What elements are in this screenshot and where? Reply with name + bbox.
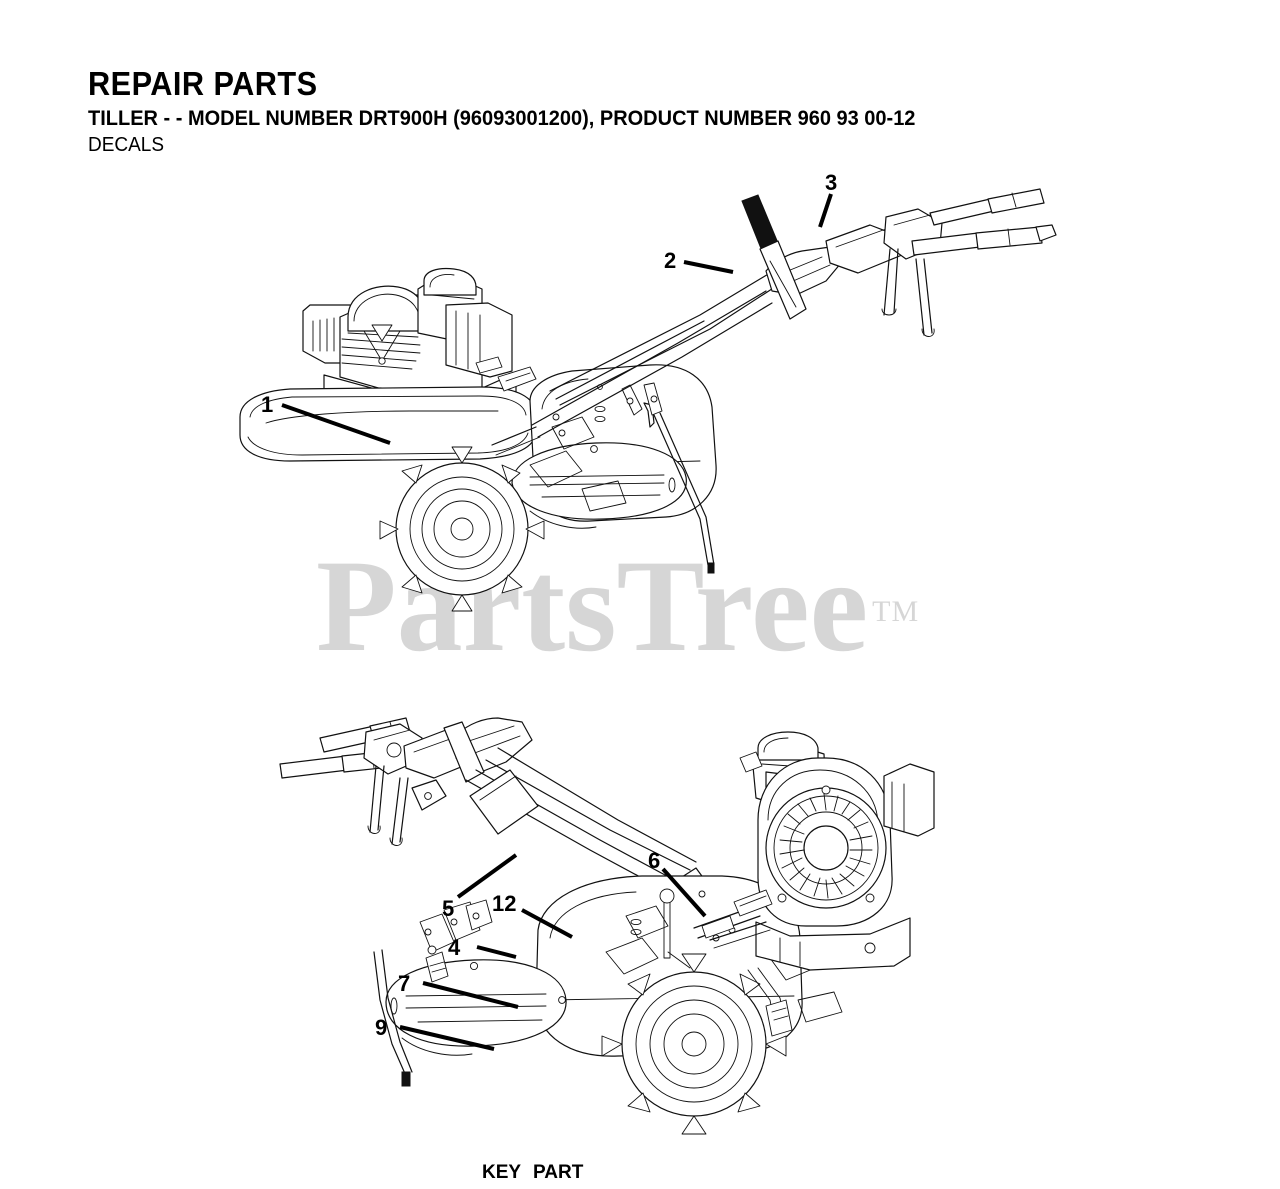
page-title: REPAIR PARTS bbox=[88, 65, 318, 102]
control-linkage bbox=[475, 356, 537, 392]
model-subtitle: TILLER - - MODEL NUMBER DRT900H (9609300… bbox=[88, 106, 916, 130]
page-header: REPAIR PARTS TILLER - - MODEL NUMBER DRT… bbox=[88, 66, 1208, 157]
callout-6[interactable]: 6 bbox=[648, 848, 661, 873]
transmission-housing bbox=[511, 364, 717, 574]
section-title: DECALS bbox=[88, 134, 165, 156]
figure-top-tiller-illustration bbox=[230, 165, 1057, 612]
callout-1[interactable]: 1 bbox=[261, 392, 274, 417]
trademark-symbol: TM bbox=[872, 595, 920, 628]
callout-12[interactable]: 12 bbox=[492, 891, 517, 916]
table-column-header-part: PART bbox=[533, 1162, 584, 1183]
control-linkage-rear bbox=[693, 889, 773, 949]
callout-2[interactable]: 2 bbox=[664, 248, 677, 273]
figure-bottom-tiller-illustration bbox=[270, 700, 1010, 1135]
table-column-header-key: KEY bbox=[482, 1162, 522, 1183]
tine-wheel bbox=[379, 416, 627, 612]
callout-9[interactable]: 9 bbox=[375, 1015, 388, 1040]
callout-4[interactable]: 4 bbox=[448, 935, 461, 960]
callout-5[interactable]: 5 bbox=[442, 896, 455, 921]
callout-7[interactable]: 7 bbox=[398, 971, 411, 996]
engine-assembly-rear bbox=[739, 731, 935, 971]
tine-wheel-rear bbox=[601, 905, 843, 1135]
callout-3[interactable]: 3 bbox=[825, 170, 838, 195]
frame-linkage bbox=[747, 967, 793, 1037]
handlebar-assembly bbox=[491, 188, 1057, 456]
depth-stake bbox=[419, 899, 493, 983]
engine-hood-cover bbox=[239, 386, 537, 462]
